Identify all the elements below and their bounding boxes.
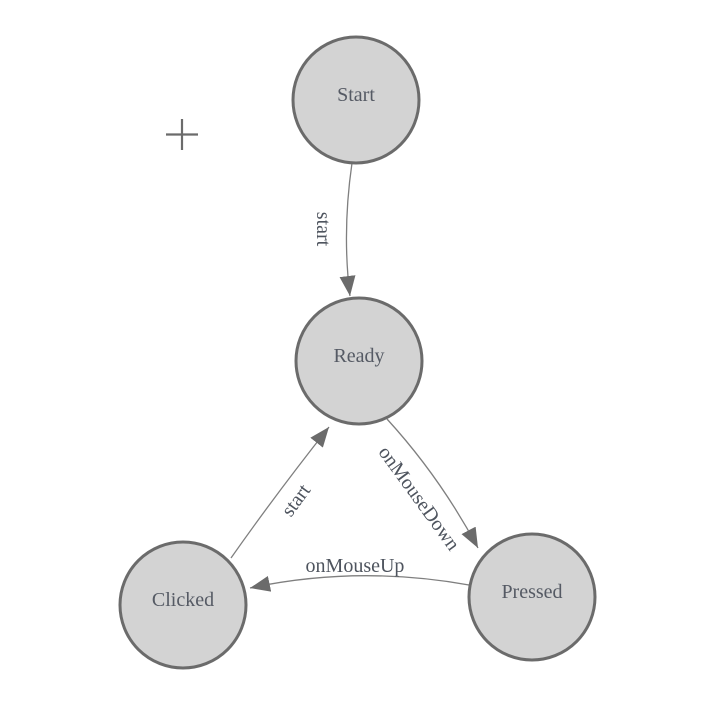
node-pressed[interactable]: Pressed (467, 532, 597, 662)
node-clicked-label: Clicked (152, 589, 214, 611)
edge-label-onmousedown: onMouseDown (374, 442, 464, 555)
edge-clicked-to-ready[interactable]: start (230, 426, 330, 559)
node-pressed-label: Pressed (501, 581, 562, 603)
edge-label-onmouseup: onMouseUp (306, 555, 405, 577)
edge-ready-to-pressed[interactable]: onMouseDown (374, 418, 479, 555)
node-clicked-circle[interactable] (118, 540, 248, 670)
edge-label-start-1: start (312, 212, 334, 247)
node-pressed-circle[interactable] (467, 532, 597, 662)
edge-start-to-ready[interactable]: start (312, 162, 356, 297)
node-start-circle[interactable] (291, 35, 421, 165)
node-start[interactable]: Start (291, 35, 421, 165)
edge-line-pressed-to-clicked[interactable] (249, 575, 470, 592)
edge-line-ready-to-pressed[interactable] (386, 418, 479, 549)
node-clicked[interactable]: Clicked (118, 540, 248, 670)
edge-line-clicked-to-ready[interactable] (230, 426, 330, 559)
node-ready-circle[interactable] (294, 296, 424, 426)
plus-icon[interactable] (166, 119, 198, 150)
node-start-label: Start (337, 84, 375, 106)
node-ready[interactable]: Ready (294, 296, 424, 426)
edge-pressed-to-clicked[interactable]: onMouseUp (249, 555, 470, 592)
node-ready-label: Ready (333, 345, 384, 367)
edge-line-start-to-ready[interactable] (339, 162, 356, 297)
